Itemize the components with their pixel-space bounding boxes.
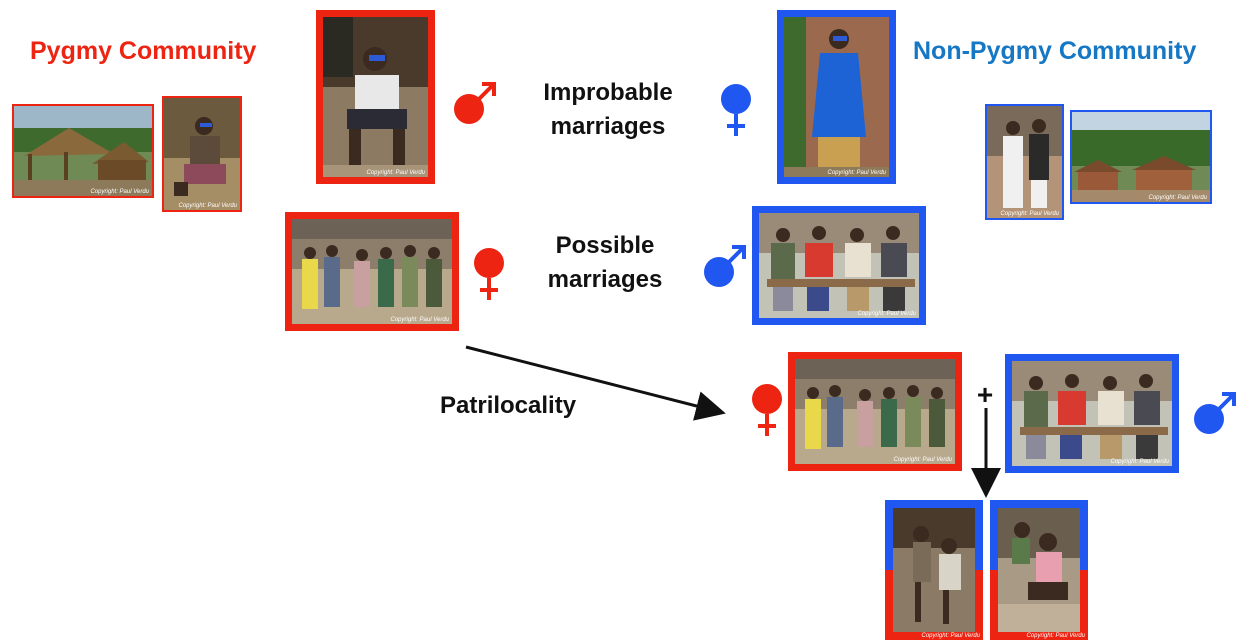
- pygmy-man-photo: Copyright: Paul Verdu: [316, 10, 435, 184]
- non-pygmy-woman-photo: Copyright: Paul Verdu: [777, 10, 896, 184]
- photo-credit: Copyright: Paul Verdu: [1110, 459, 1169, 465]
- non-pygmy-community-title: Non-Pygmy Community: [913, 37, 1197, 65]
- photo-credit: Copyright: Paul Verdu: [90, 189, 149, 195]
- photo-credit: Copyright: Paul Verdu: [857, 311, 916, 317]
- non-pygmy-men-group-photo: Copyright: Paul Verdu: [752, 206, 926, 325]
- female-symbol-icon: [752, 384, 782, 436]
- non-pygmy-men-group-photo-lower: Copyright: Paul Verdu: [1005, 354, 1179, 473]
- non-pygmy-village-photo: Copyright: Paul Verdu: [1070, 110, 1212, 204]
- pygmy-seated-person-photo: Copyright: Paul Verdu: [162, 96, 242, 212]
- plus-sign: +: [976, 379, 994, 410]
- non-pygmy-couple-photo: Copyright: Paul Verdu: [985, 104, 1064, 220]
- female-symbol-icon: [721, 84, 751, 136]
- photo-credit: Copyright: Paul Verdu: [178, 203, 237, 209]
- patrilocality-label: Patrilocality: [440, 392, 577, 419]
- photo-credit: Copyright: Paul Verdu: [827, 170, 886, 176]
- photo-credit: Copyright: Paul Verdu: [921, 633, 980, 639]
- patrilocality-arrow: [465, 345, 726, 421]
- possible-marriages-label: Possible marriages: [547, 232, 663, 293]
- improbable-marriages-label: Improbable marriages: [543, 79, 673, 140]
- photo-credit: Copyright: Paul Verdu: [1000, 211, 1059, 217]
- photo-credit: Copyright: Paul Verdu: [1026, 633, 1085, 639]
- photo-credit: Copyright: Paul Verdu: [366, 170, 425, 176]
- photo-credit: Copyright: Paul Verdu: [893, 457, 952, 463]
- male-symbol-icon: [1194, 392, 1236, 434]
- photo-credit: Copyright: Paul Verdu: [1148, 195, 1207, 201]
- pygmy-women-group-photo-lower: Copyright: Paul Verdu: [788, 352, 962, 471]
- pygmy-community-title: Pygmy Community: [30, 37, 257, 65]
- pygmy-women-group-photo: Copyright: Paul Verdu: [285, 212, 459, 331]
- female-symbol-icon: [474, 248, 504, 300]
- male-symbol-icon: [704, 245, 746, 287]
- male-symbol-icon: [454, 82, 496, 124]
- admixed-child-photo-right: Copyright: Paul Verdu: [990, 500, 1088, 640]
- pygmy-village-photo: Copyright: Paul Verdu: [12, 104, 154, 198]
- photo-credit: Copyright: Paul Verdu: [390, 317, 449, 323]
- admixed-child-photo-left: Copyright: Paul Verdu: [885, 500, 983, 640]
